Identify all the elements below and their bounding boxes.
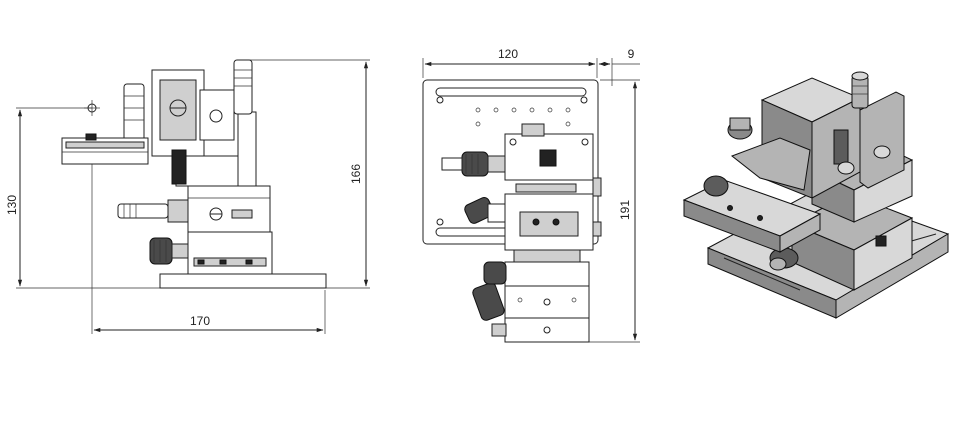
dimension-9-label: 9	[628, 47, 635, 61]
dimension-191: 191	[588, 79, 640, 343]
dimension-9: 9	[598, 47, 640, 86]
dimension-120: 120	[422, 47, 598, 78]
dimension-120-label: 120	[498, 47, 518, 61]
side-micrometer	[117, 203, 169, 219]
isometric-view	[682, 71, 950, 319]
dimension-166: 166	[244, 59, 370, 289]
side-base-plate	[159, 273, 327, 289]
side-lower-knob	[149, 237, 173, 265]
front-view: 120 9 191	[422, 47, 640, 343]
front-lower-knob	[472, 282, 505, 321]
dimension-166-label: 166	[349, 164, 363, 184]
dimension-130-label: 130	[5, 195, 19, 215]
front-lower-stage	[504, 261, 590, 343]
dimension-130: 130	[5, 107, 160, 289]
side-vertical-micrometer	[233, 59, 253, 115]
dimension-191-label: 191	[618, 200, 632, 220]
iso-vertical-micrometer	[851, 75, 869, 109]
dimension-170: 170	[91, 160, 326, 334]
reference-crosshair	[84, 100, 100, 116]
iso-side-knob	[703, 175, 729, 197]
side-view: 130 166 170	[5, 59, 370, 334]
side-lower-stage	[187, 231, 273, 275]
dimension-170-label: 170	[190, 314, 210, 328]
side-middle-stage	[187, 185, 271, 233]
